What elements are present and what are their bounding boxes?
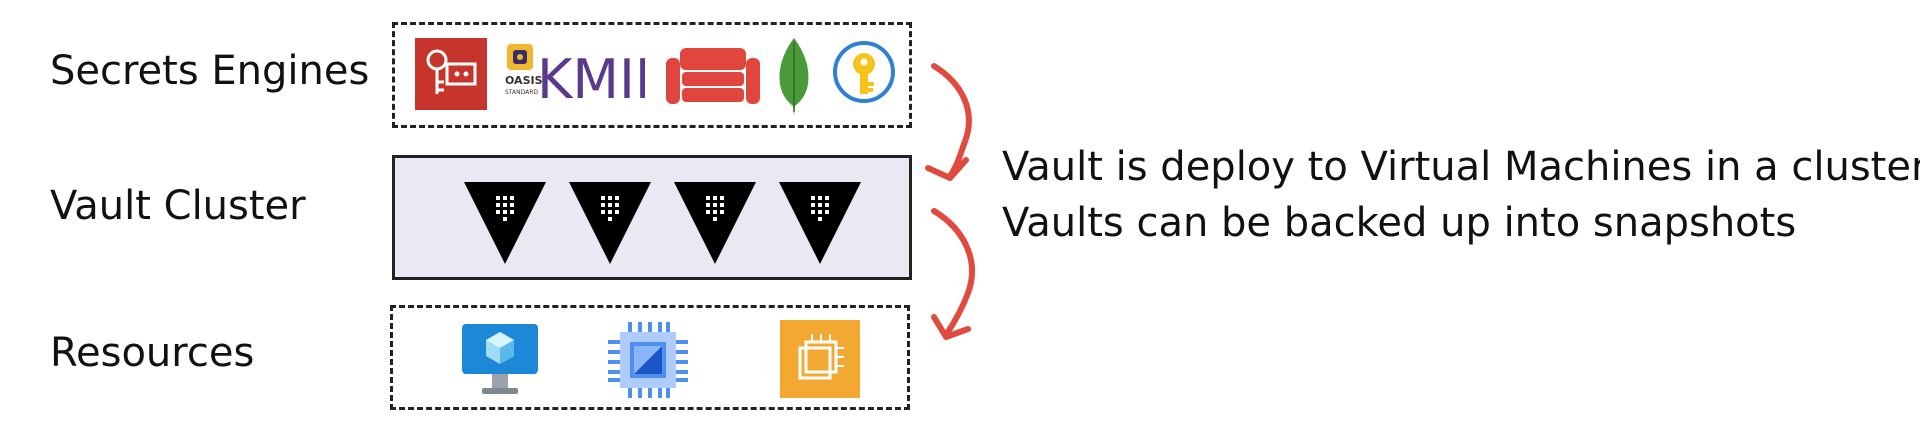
vault-node-icon (777, 180, 863, 266)
vault-cluster-group (392, 155, 912, 280)
azure-vm-icon (460, 322, 540, 398)
kmip-icon: OASIS STANDARD KMIP (503, 42, 645, 110)
arrow-secrets-to-cluster-icon (920, 60, 990, 190)
row-label-resources: Resources (50, 330, 255, 376)
note-line-1: Vault is deploy to Virtual Machines in a… (1002, 144, 1920, 190)
vault-node-icon (672, 180, 758, 266)
resources-group (390, 305, 910, 410)
kmip-standard-text: STANDARD (505, 89, 538, 96)
kmip-oasis-text: OASIS (505, 74, 543, 87)
vault-node-icon (567, 180, 653, 266)
vault-node-icon (462, 180, 548, 266)
row-label-secrets-engines: Secrets Engines (50, 48, 370, 94)
aws-ec2-icon (780, 320, 860, 398)
mongodb-icon (774, 36, 814, 118)
key-vault-icon (832, 40, 896, 104)
kmip-wordmark: KMIP (537, 48, 645, 110)
couchdb-icon (666, 48, 760, 104)
note-line-2: Vaults can be backed up into snapshots (1002, 200, 1797, 246)
gcp-compute-icon (608, 322, 688, 398)
row-label-vault-cluster: Vault Cluster (50, 183, 306, 229)
secrets-engines-group (392, 22, 912, 128)
aws-secrets-manager-icon (415, 38, 487, 110)
arrow-cluster-to-resources-icon (920, 205, 990, 345)
